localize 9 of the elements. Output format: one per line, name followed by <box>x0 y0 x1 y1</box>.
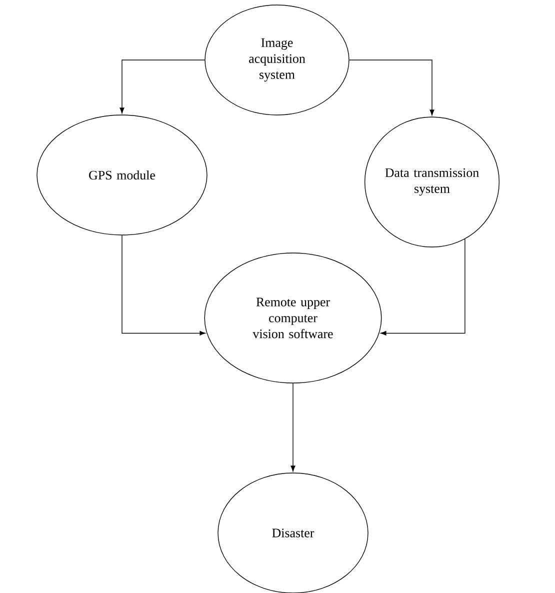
ellipse-node: Data transmission system <box>364 116 500 248</box>
arrow <box>122 235 206 336</box>
ellipse-node: GPS module <box>36 114 208 236</box>
arrow <box>290 383 296 472</box>
arrow <box>380 238 466 336</box>
arrow <box>120 60 205 114</box>
arrow <box>349 60 434 116</box>
ellipse-node: Image acquisition system <box>204 4 350 116</box>
ellipse-node: Remote upper computer vision software <box>204 252 382 384</box>
